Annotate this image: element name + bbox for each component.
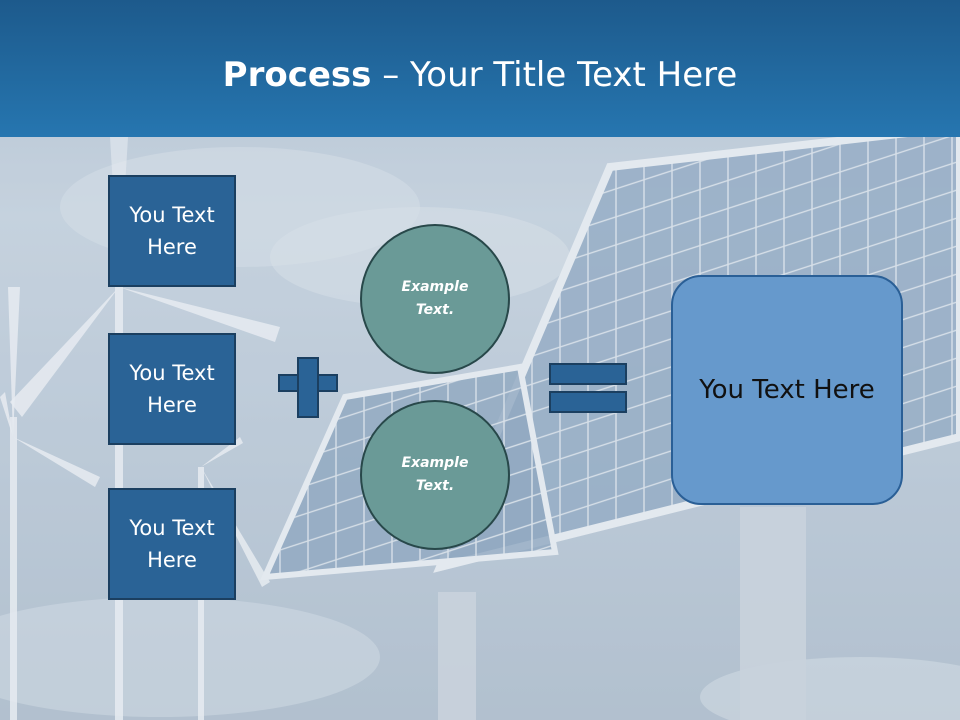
example-circle-2[interactable]: Example Text. <box>360 400 510 550</box>
text-box-1[interactable]: You Text Here <box>108 175 236 287</box>
result-box[interactable]: You Text Here <box>671 275 903 505</box>
text-box-2[interactable]: You Text Here <box>108 333 236 445</box>
title-rest: Your Title Text Here <box>410 55 738 95</box>
title-bar <box>0 0 960 137</box>
text-box-3[interactable]: You Text Here <box>108 488 236 600</box>
slide-title[interactable]: Process – Your Title Text Here <box>0 52 960 98</box>
title-bold: Process <box>222 55 372 95</box>
title-separator: – <box>371 55 411 95</box>
example-circle-1[interactable]: Example Text. <box>360 224 510 374</box>
